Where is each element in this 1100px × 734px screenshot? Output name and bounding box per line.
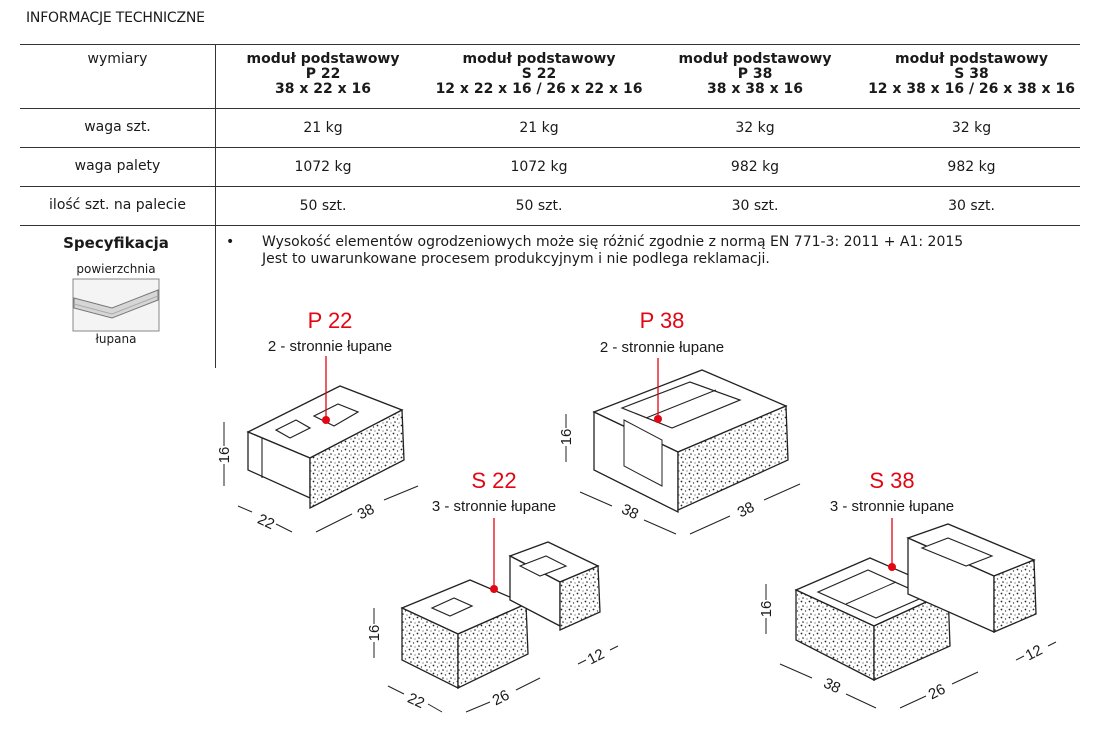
diagram-subtitle-p22: 2 - stronnie łupane	[268, 338, 392, 355]
table-row: ilość szt. na palecie 50 szt. 50 szt. 30…	[20, 187, 1080, 226]
note-line: Jest to uwarunkowane procesem produkcyjn…	[262, 251, 770, 267]
row-label: waga szt.	[84, 119, 151, 135]
dimension-line	[1015, 655, 1025, 661]
pointer-dot	[322, 416, 330, 424]
table-cell: 982 kg	[730, 159, 780, 175]
dimension-line	[577, 659, 587, 665]
block-s22	[400, 541, 601, 690]
split-surface-icon	[72, 278, 160, 332]
diagram-subtitle-s38: 3 - stronnie łupane	[830, 498, 954, 515]
header-line: moduł podstawowy	[246, 51, 400, 67]
table-cell: 982 kg	[947, 159, 996, 175]
table-cell: 32 kg	[951, 120, 992, 136]
header-line: S 38	[954, 66, 989, 82]
dimension-height-p22: 16	[216, 447, 233, 464]
table-header-row: wymiary moduł podstawowy P 22 38 x 22 x …	[20, 44, 1080, 109]
table-cell: 21 kg	[303, 120, 343, 136]
header-line: moduł podstawowy	[462, 51, 616, 67]
note-line: Wysokość elementów ogrodzeniowych może s…	[262, 234, 964, 250]
diagram-title-p38: P 38	[640, 308, 685, 333]
header-col-s22: moduł podstawowy S 22 12 x 22 x 16 / 26 …	[431, 45, 647, 109]
dimension-depth-p22: 22	[255, 511, 277, 533]
block-p38	[592, 369, 789, 514]
header-line: 12 x 22 x 16 / 26 x 22 x 16	[435, 81, 643, 97]
column-divider	[215, 44, 216, 368]
header-line: P 38	[737, 66, 773, 82]
dimension-depth-s22: 22	[405, 690, 427, 712]
dimension-line	[427, 703, 443, 713]
dimension-line	[237, 505, 253, 513]
diagram-title-s38: S 38	[869, 468, 914, 493]
table-cell: 1072 kg	[294, 159, 352, 175]
dimension-width-s22: 12	[585, 646, 608, 669]
diagram-title-s22: S 22	[471, 468, 516, 493]
header-line: S 22	[521, 66, 557, 82]
block-s38	[794, 523, 1037, 682]
dimension-depth-p38: 38	[619, 501, 641, 523]
table-row: waga palety 1072 kg 1072 kg 982 kg 982 k…	[20, 148, 1080, 187]
table-cell: 30 szt.	[948, 198, 995, 214]
table-row: waga szt. 21 kg 21 kg 32 kg 32 kg	[20, 109, 1080, 148]
dimension-width-s38: 12	[1023, 642, 1046, 665]
dimension-height-s38: 16	[758, 601, 775, 618]
header-line: 38 x 38 x 16	[706, 81, 803, 97]
dimension-line	[1047, 641, 1057, 647]
dimension-line	[275, 523, 293, 533]
technical-table: wymiary moduł podstawowy P 22 38 x 22 x …	[20, 44, 1080, 226]
table-cell: 1072 kg	[510, 159, 568, 175]
dimension-line	[383, 485, 419, 501]
dimension-length-s38: 26	[926, 681, 949, 704]
dimension-line	[387, 685, 405, 695]
diagram-subtitle-p38: 2 - stronnie łupane	[600, 339, 724, 356]
diagram-title-p22: P 22	[308, 308, 353, 333]
header-col-s38: moduł podstawowy S 38 12 x 38 x 16 / 26 …	[863, 45, 1080, 109]
header-dimensions: wymiary	[87, 51, 148, 67]
header-line: 38 x 22 x 16	[274, 81, 371, 97]
dimension-height-s22: 16	[366, 625, 383, 642]
dimension-line	[315, 513, 353, 533]
dimension-line	[579, 491, 613, 507]
table-cell: 50 szt.	[515, 198, 563, 214]
dimension-line	[763, 483, 801, 501]
pointer-dot	[490, 585, 498, 593]
table-cell: 50 szt.	[299, 198, 347, 214]
header-col-p38: moduł podstawowy P 38 38 x 38 x 16	[647, 45, 863, 109]
header-line: P 22	[305, 66, 341, 82]
dimension-line	[845, 693, 877, 709]
dimension-line	[951, 671, 979, 685]
dimension-line	[465, 701, 491, 713]
dimension-line	[515, 677, 541, 691]
dimension-line	[609, 645, 619, 651]
header-col-p22: moduł podstawowy P 22 38 x 22 x 16	[215, 45, 431, 109]
dimension-line	[689, 515, 731, 535]
surface-label-top: powierzchnia	[76, 262, 156, 276]
dimension-height-p38: 16	[558, 429, 575, 446]
pointer-dot	[888, 563, 896, 571]
pointer-dot	[654, 415, 662, 423]
header-line: moduł podstawowy	[894, 51, 1048, 67]
header-line: 12 x 38 x 16 / 26 x 38 x 16	[868, 81, 1075, 97]
row-label: waga palety	[74, 158, 161, 174]
specification-label: Specyfikacja	[63, 234, 169, 252]
section-title: INFORMACJE TECHNICZNE	[26, 10, 205, 26]
diagram-subtitle-s22: 3 - stronnie łupane	[432, 498, 556, 515]
dimension-line	[899, 695, 927, 709]
dimension-line	[779, 663, 813, 679]
dimension-length-p38: 38	[735, 499, 758, 522]
surface-label-bottom: łupana	[95, 332, 137, 346]
dimension-line	[643, 519, 677, 535]
table-cell: 21 kg	[519, 120, 559, 136]
bullet-point: •	[226, 234, 235, 250]
table-cell: 32 kg	[735, 120, 775, 136]
dimension-depth-s38: 38	[821, 675, 843, 697]
header-line: moduł podstawowy	[678, 51, 832, 67]
table-cell: 30 szt.	[731, 198, 779, 214]
dimension-length-p22: 38	[355, 501, 378, 524]
dimension-length-s22: 26	[490, 687, 513, 710]
row-label: ilość szt. na palecie	[49, 197, 186, 213]
